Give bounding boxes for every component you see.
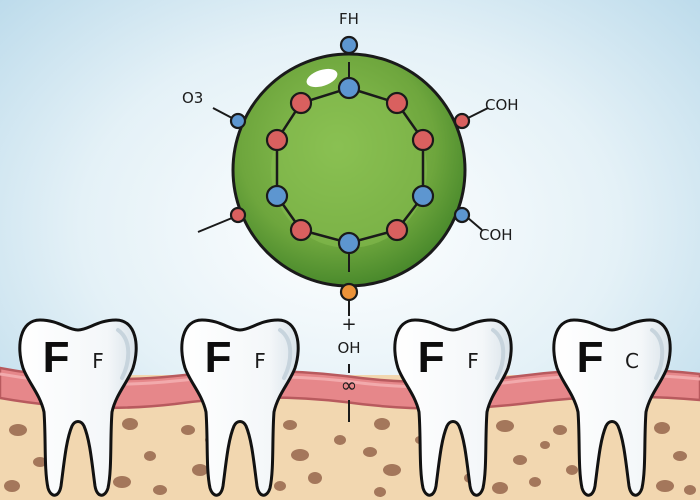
bone-spot (673, 451, 687, 461)
tooth-2-big-letter: F (205, 333, 232, 382)
tooth-1-big-letter: F (43, 333, 70, 382)
tooth-4: F C (551, 318, 673, 498)
bone-spot (113, 476, 131, 488)
bone-spot (33, 457, 47, 467)
bone-spot (144, 451, 156, 461)
bone-spot (122, 418, 138, 430)
label-top: FH (339, 10, 359, 28)
tooth-1-small-letter: F (92, 349, 104, 373)
bone-spot (291, 449, 309, 461)
sphere-inner-glow (271, 92, 427, 248)
label-right-lower: COH (479, 226, 513, 244)
bone-spot (684, 485, 696, 495)
label-right-upper: COH (485, 96, 519, 114)
tooth-4-big-letter: F (577, 333, 604, 382)
bone-spot (274, 481, 286, 491)
bone-spot (308, 472, 322, 484)
tooth-3-small-letter: F (467, 349, 479, 373)
bone-spot (566, 465, 578, 475)
bone-spot (374, 418, 390, 430)
bone-spot (492, 482, 508, 494)
stem-oh: OH (337, 339, 360, 357)
bone-spot (181, 425, 195, 435)
bone-spot (540, 441, 550, 449)
bone-spot (374, 487, 386, 497)
tooth-2: F F (179, 318, 301, 498)
bone-spot (656, 480, 674, 492)
bone-spot (513, 455, 527, 465)
tooth-1: F F (17, 318, 139, 498)
stem-plus: + (341, 314, 356, 335)
tooth-3: F F (392, 318, 514, 498)
bone-spot (283, 420, 297, 430)
bone-spot (4, 480, 20, 492)
bone-spot (553, 425, 567, 435)
bone-spot (654, 422, 670, 434)
label-leaders (197, 107, 489, 316)
ring-atoms (265, 76, 435, 255)
tooth-3-big-letter: F (418, 333, 445, 382)
bone-spot (383, 464, 401, 476)
bone-spot (334, 435, 346, 445)
bone-spot (9, 424, 27, 436)
bone-spot (153, 485, 167, 495)
bone-spot (529, 477, 541, 487)
sphere-highlight (306, 68, 338, 88)
stem-infinity: ∞ (341, 373, 358, 397)
label-left: O3 (182, 89, 203, 107)
bone-spot (192, 464, 208, 476)
bone-spot (363, 447, 377, 457)
bone-spot (496, 420, 514, 432)
tooth-2-small-letter: F (254, 349, 266, 373)
tooth-4-small-letter: C (625, 349, 639, 373)
